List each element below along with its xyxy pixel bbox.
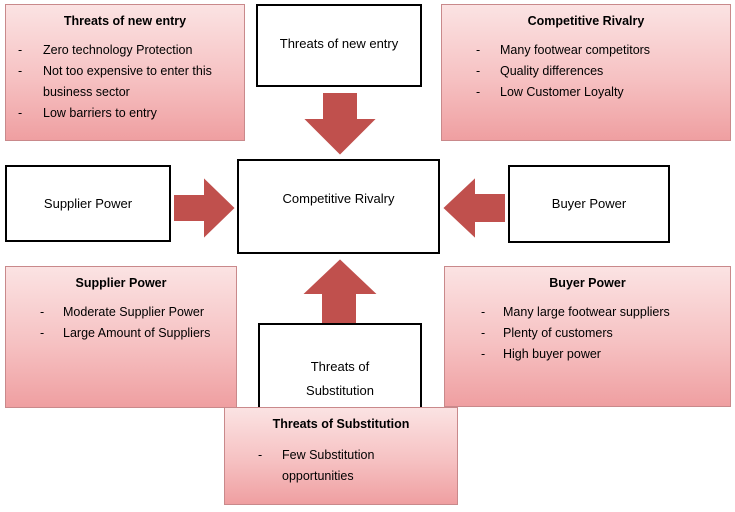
list-item: - Low barriers to entry <box>6 103 244 124</box>
note-list: - Zero technology Protection - Not too exp… <box>6 40 244 124</box>
buyer-power-label: Buyer Power <box>551 196 627 211</box>
bullet-dash: - <box>18 43 23 57</box>
note-list: - Few Substitution opportunities <box>225 445 457 487</box>
threats-new-entry-box: Threats of new entry <box>256 4 422 87</box>
list-item-text: Plenty of customers <box>503 326 613 340</box>
center-box: Competitive Rivalry <box>237 159 440 254</box>
note-threats-substitution: Threats of Substitution - Few Substitutio… <box>224 407 458 505</box>
bullet-dash: - <box>40 326 45 340</box>
note-competitive-rivalry: Competitive Rivalry - Many footwear compe… <box>441 4 731 141</box>
bullet-dash: - <box>476 43 481 57</box>
arrow-up-icon <box>298 256 382 325</box>
bullet-dash: - <box>481 326 486 340</box>
list-item-text: Zero technology Protection <box>43 43 193 57</box>
note-threats-new-entry: Threats of new entry - Zero technology Pr… <box>5 4 245 141</box>
note-list: - Many large footwear suppliers - Plenty o… <box>445 302 730 365</box>
bullet-dash: - <box>481 347 486 361</box>
buyer-power-box: Buyer Power <box>508 165 670 243</box>
note-list: - Moderate Supplier Power - Large Amount o… <box>6 302 236 344</box>
list-item-text: Low Customer Loyalty <box>500 85 624 99</box>
arrow-left-icon <box>440 173 507 243</box>
arrow-right-icon <box>172 173 238 243</box>
note-title: Supplier Power <box>75 276 167 290</box>
list-item-continuation: opportunities <box>225 466 457 487</box>
note-title: Threats of new entry <box>63 14 187 28</box>
list-item: - Low Customer Loyalty <box>442 82 730 103</box>
list-item-text: Many large footwear suppliers <box>503 305 670 319</box>
list-item-text: Few Substitution <box>282 448 375 462</box>
list-item: - Not too expensive to enter this <box>6 61 244 82</box>
list-item-text: business sector <box>43 85 130 99</box>
list-item: - Zero technology Protection <box>6 40 244 61</box>
list-item-text: Quality differences <box>500 64 604 78</box>
center-label: Competitive Rivalry <box>282 191 395 206</box>
list-item: - Quality differences <box>442 61 730 82</box>
list-item: - Many large footwear suppliers <box>445 302 730 323</box>
arrow-down-icon <box>299 91 381 158</box>
list-item-text: opportunities <box>282 469 354 483</box>
supplier-power-box: Supplier Power <box>5 165 171 242</box>
list-item-text: Large Amount of Suppliers <box>63 326 211 340</box>
list-item: - Many footwear competitors <box>442 40 730 61</box>
note-buyer-power: Buyer Power - Many large footwear supplie… <box>444 266 731 407</box>
bullet-dash: - <box>476 85 481 99</box>
list-item-text: Many footwear competitors <box>500 43 651 57</box>
threats-new-entry-label: Threats of new entry <box>279 36 399 51</box>
threats-substitution-line2: Substitution <box>306 382 374 398</box>
list-item: - Plenty of customers <box>445 323 730 344</box>
bullet-dash: - <box>40 305 45 319</box>
list-item-text: Not too expensive to enter this <box>43 64 212 78</box>
list-item-text: Low barriers to entry <box>43 106 157 120</box>
bullet-dash: - <box>258 448 263 462</box>
list-item-text: Moderate Supplier Power <box>63 305 205 319</box>
supplier-power-label: Supplier Power <box>43 195 133 211</box>
note-title: Competitive Rivalry <box>527 14 645 28</box>
bullet-dash: - <box>476 64 481 78</box>
bullet-dash: - <box>481 305 486 319</box>
list-item: - Few Substitution <box>225 445 457 466</box>
note-list: - Many footwear competitors - Quality diff… <box>442 40 730 103</box>
bullet-dash: - <box>18 106 23 120</box>
threats-substitution-line1: Threats of <box>310 358 370 374</box>
threats-substitution-box: Threats of Substitution <box>258 323 422 410</box>
list-item-continuation: business sector <box>6 82 244 103</box>
note-supplier-power: Supplier Power - Moderate Supplier Power … <box>5 266 237 408</box>
list-item: - High buyer power <box>445 344 730 365</box>
list-item: - Large Amount of Suppliers <box>6 323 236 344</box>
list-item: - Moderate Supplier Power <box>6 302 236 323</box>
list-item-text: High buyer power <box>503 347 601 361</box>
note-title: Threats of Substitution <box>272 417 410 431</box>
note-title: Buyer Power <box>549 276 626 290</box>
bullet-dash: - <box>18 64 23 78</box>
